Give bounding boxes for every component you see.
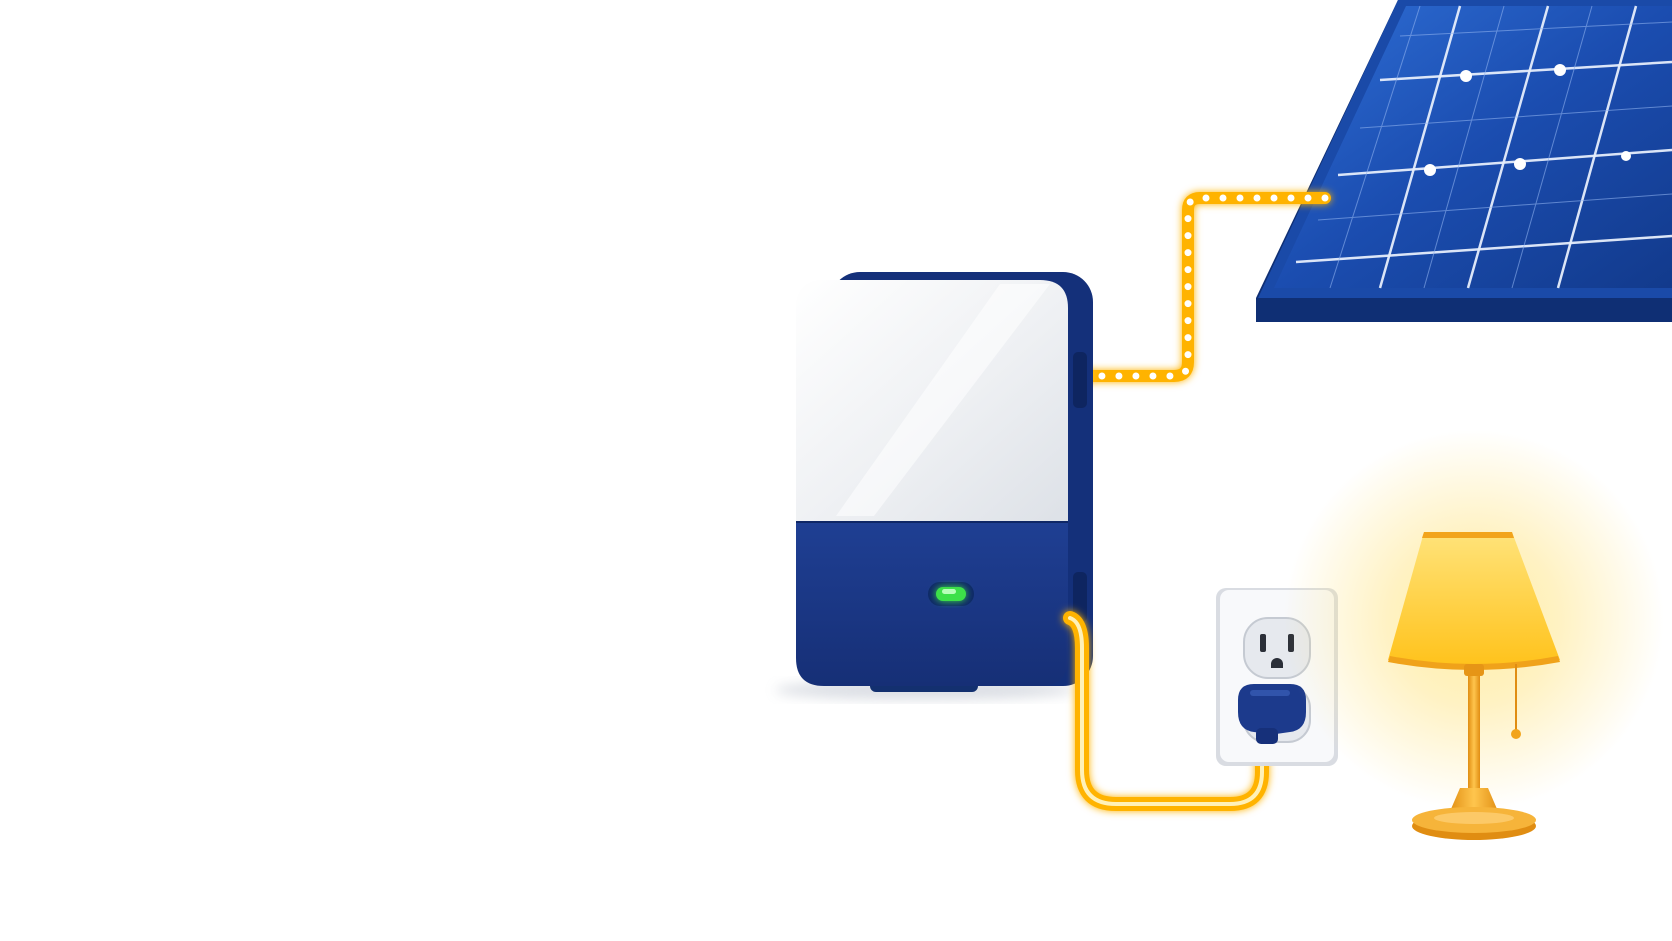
inverter-icon bbox=[775, 272, 1093, 700]
plug-icon bbox=[1238, 684, 1306, 744]
power-cord-icon bbox=[1063, 611, 1269, 811]
solar-panel-icon bbox=[1256, 0, 1672, 322]
lamp-icon bbox=[1284, 430, 1664, 840]
status-light-icon bbox=[928, 582, 974, 606]
